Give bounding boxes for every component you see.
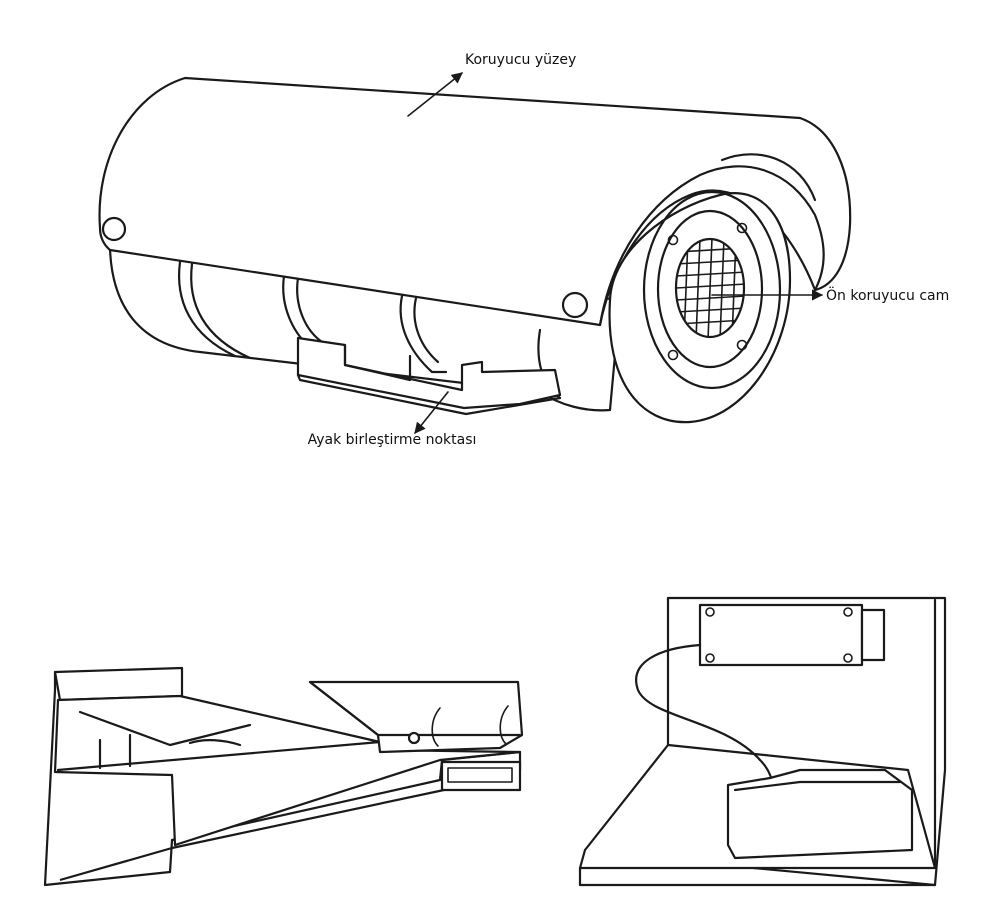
rivet-right (561, 291, 589, 319)
body-seam-2 (190, 262, 252, 360)
rivet-left (101, 216, 127, 242)
mount-plate-edge (296, 373, 562, 416)
sunshield-front-rim (598, 165, 825, 327)
strap-left-inner (296, 276, 324, 344)
bracket-bolt (407, 731, 421, 745)
bracket-tip-slot (447, 767, 513, 783)
junction-box-gland (860, 608, 886, 662)
front-screw-2 (736, 222, 748, 234)
bracket-saddle-slot-1 (431, 707, 441, 747)
cable (635, 643, 774, 782)
junction-screw-1 (705, 607, 715, 617)
bracket-web (78, 710, 252, 770)
bracket-wall-plate (53, 666, 184, 702)
power-unit (726, 768, 914, 860)
bracket-tip (440, 760, 522, 792)
bracket-arm-top-edge (56, 740, 382, 772)
junction-box (698, 603, 864, 667)
front-cap-inner-ring (656, 209, 764, 369)
bracket-saddle-slot-2 (499, 705, 509, 745)
callout-arrow-mount-point (414, 391, 449, 434)
front-cap-ring (642, 190, 782, 390)
body-seam-1 (178, 260, 237, 358)
strap-right (399, 294, 448, 374)
front-screw-4 (736, 339, 748, 351)
front-glass-grid (676, 239, 744, 337)
front-screw-3 (667, 349, 679, 361)
label-front-glass: Ön koruyucu cam (826, 288, 950, 304)
mount-slot (343, 343, 412, 382)
callout-arrow-protective-surface (407, 72, 463, 117)
housing-body (108, 233, 622, 412)
sunshield-rim-inner (720, 153, 817, 202)
control-box-bracket (578, 596, 947, 887)
power-unit-top (733, 780, 902, 792)
junction-screw-3 (705, 653, 715, 663)
junction-screw-4 (843, 653, 853, 663)
strap-right-inner (413, 296, 440, 364)
label-protective-surface: Koruyucu yüzey (465, 52, 577, 68)
wall-bracket (43, 666, 524, 887)
junction-screw-2 (843, 607, 853, 617)
bracket-saddle-top (308, 680, 522, 737)
front-screw-1 (667, 234, 679, 246)
box-floor-front-edge (578, 866, 937, 887)
camera-housing (98, 76, 852, 424)
label-mount-point: Ayak birleştirme noktası (307, 432, 477, 448)
bracket-arm (53, 694, 522, 847)
